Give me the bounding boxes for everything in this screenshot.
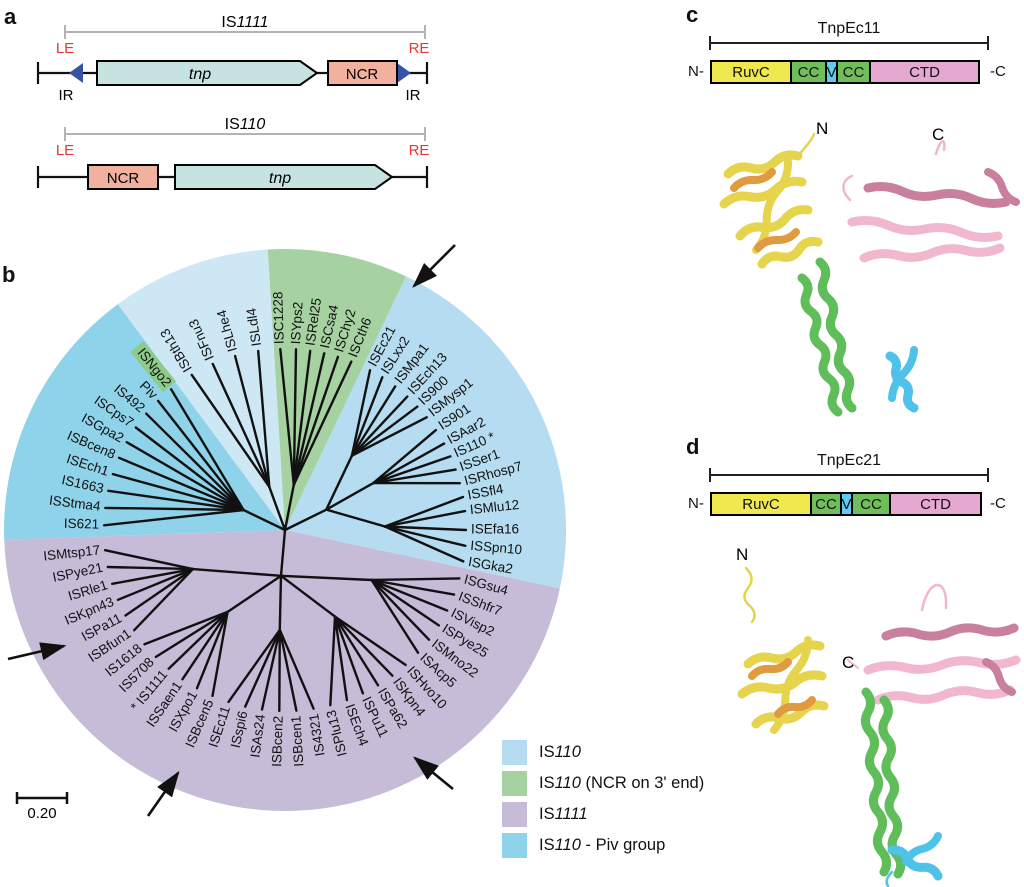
tree-taxon-label: ISEfa16: [471, 522, 519, 537]
tnpec11-ribbon: [719, 132, 1020, 417]
tnpec21-structure: NC: [736, 545, 1021, 887]
domain-ruvc: RuvC: [710, 492, 812, 516]
is1111-map: IS1111 LE RE tnp NCR IR IR: [36, 14, 430, 104]
bracket-tick: [709, 36, 711, 50]
tree-branches: [102, 347, 468, 713]
tnp-label: tnp: [189, 66, 211, 83]
tree-legend: IS110 IS110 (NCR on 3' end) IS1111 IS110…: [502, 737, 704, 861]
tree-taxon-label: ISBcen1: [288, 715, 306, 767]
ir-label-right: IR: [406, 87, 421, 104]
tree-taxon-label: ISMlu12: [469, 497, 520, 517]
domain-ruvc: RuvC: [710, 60, 792, 84]
is1111-title: IS1111: [221, 14, 268, 31]
bracket-tick: [987, 36, 989, 50]
panel-a-gene-maps: IS1111 LE RE tnp NCR IR IR IS110 LE RE: [36, 14, 430, 190]
tree-taxon-label: ISSfl4: [466, 481, 505, 502]
tree-taxon-label: ISYps2: [288, 301, 306, 344]
tree-taxon-label: ISMtsp17: [43, 542, 101, 563]
tnp-label: tnp: [269, 170, 291, 187]
re-label: RE: [409, 40, 430, 57]
panel-c-letter: c: [686, 2, 699, 27]
domain-ctd: CTD: [889, 492, 982, 516]
tree-taxon-label: IS621: [64, 516, 100, 532]
domain-v: V: [840, 492, 853, 516]
ir-arrow-right: [397, 63, 411, 83]
legend-item-is110: IS110: [502, 737, 704, 768]
is110-map: IS110 LE RE NCR tnp: [36, 116, 430, 190]
re-label: RE: [409, 142, 430, 159]
n-structure-label: N: [816, 119, 828, 138]
le-label: LE: [56, 142, 74, 159]
domain-cc: CC: [836, 60, 871, 84]
c-structure-label: C: [932, 125, 944, 144]
legend-swatch-is1111: [502, 802, 527, 827]
tree-taxon-label: ISStma4: [48, 493, 102, 514]
panel-a-letter: a: [4, 4, 17, 29]
bracket-tick: [709, 468, 711, 482]
tree-taxon-label: ISLdl4: [243, 307, 264, 348]
n-terminus-label: N-: [688, 495, 704, 512]
panel-d-letter: d: [686, 434, 700, 459]
c-terminus-label: -C: [990, 495, 1006, 512]
pointer-arrow: [146, 770, 180, 817]
tree-arrows: [7, 244, 456, 817]
tree-taxon-label: ISC1228: [270, 291, 286, 344]
pointer-arrow: [7, 642, 67, 661]
tree-taxon-label: IS4321: [306, 713, 328, 758]
legend-swatch-is110-ncr: [502, 771, 527, 796]
ir-label-left: IR: [59, 87, 74, 104]
tree-taxon-label: ISRel25: [303, 297, 325, 347]
bracket-tick: [987, 468, 989, 482]
c-terminus-label: -C: [990, 63, 1006, 80]
legend-swatch-is110: [502, 740, 527, 765]
scale-bar-value: 0.20: [27, 805, 56, 822]
ncr-box: [327, 60, 398, 86]
pointer-arrow: [412, 244, 456, 288]
le-label: LE: [56, 40, 74, 57]
ir-arrow-left: [69, 63, 83, 83]
is110-title: IS110: [225, 116, 266, 133]
domain-ctd: CTD: [869, 60, 980, 84]
ncr-label: NCR: [107, 170, 140, 187]
domain-cc: CC: [810, 492, 842, 516]
legend-item-is110-piv: IS110 - Piv group: [502, 830, 704, 861]
legend-swatch-is110-piv: [502, 833, 527, 858]
tnp-gene-box: [96, 60, 319, 86]
tnpec21-title: TnpEc21: [816, 452, 882, 469]
c-structure-label: C: [842, 653, 854, 672]
ncr-box: [87, 164, 159, 190]
scale-bar: 0.20: [15, 792, 69, 822]
tnpec11-title: TnpEc11: [817, 20, 881, 37]
domain-cc: CC: [790, 60, 827, 84]
legend-item-is110-ncr: IS110 (NCR on 3' end): [502, 768, 704, 799]
tnpec21-ribbon: [737, 566, 1021, 887]
pointer-arrow: [412, 756, 454, 791]
domain-cc: CC: [851, 492, 891, 516]
tnp-gene-box: [174, 164, 394, 190]
ncr-label: NCR: [346, 66, 379, 83]
tree-sector-IS110: [285, 276, 567, 589]
panel-b-letter: b: [2, 262, 16, 287]
tree-taxon-label: ISAs24: [247, 713, 267, 759]
tree-taxon-label: ISBcen2: [269, 716, 286, 767]
tnpec11-bracket: [710, 42, 988, 44]
highlighted-taxon-background: [130, 341, 177, 393]
legend-item-is1111: IS1111: [502, 799, 704, 830]
tree-taxon-label: ISSpn10: [470, 538, 523, 557]
n-structure-label: N: [736, 545, 748, 564]
n-terminus-label: N-: [688, 63, 704, 80]
tnpec21-bracket: [710, 474, 988, 476]
